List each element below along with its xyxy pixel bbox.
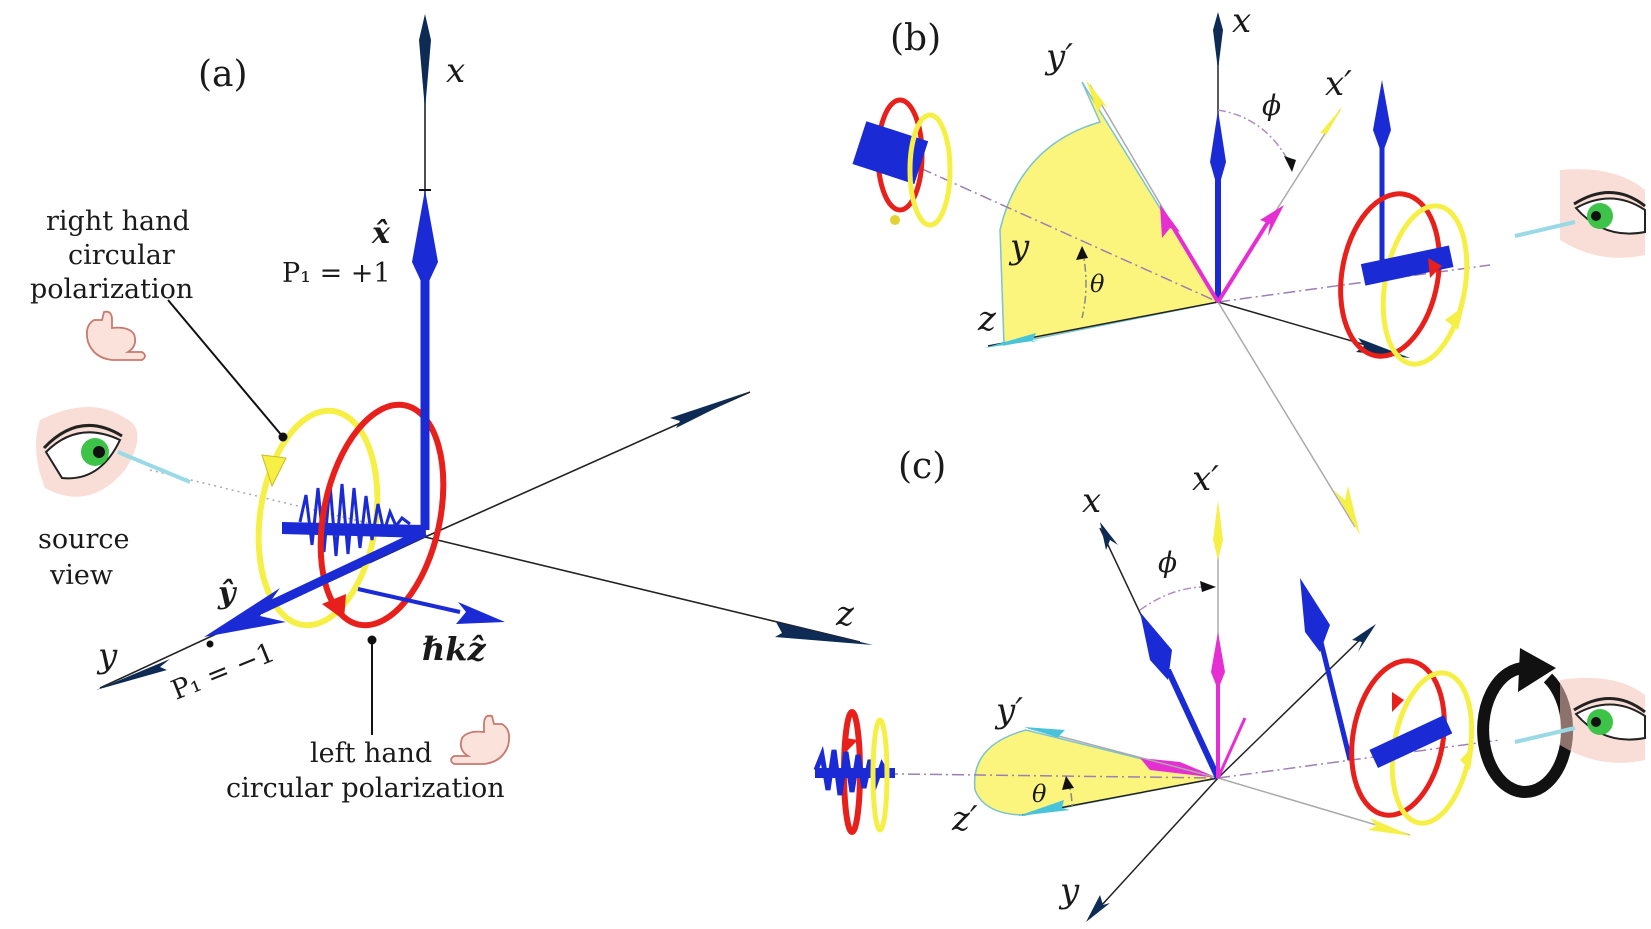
axis-z-tip — [775, 622, 873, 645]
axis-xp-label: x′ — [1192, 459, 1219, 499]
axis-y-label: y — [1058, 871, 1080, 911]
lhc-label-2: circular polarization — [226, 773, 505, 804]
eye-icon — [1514, 169, 1646, 258]
axis-y-tip — [1086, 895, 1110, 922]
beam-line-right — [1217, 264, 1491, 303]
magenta-vector-b2 — [1160, 205, 1180, 238]
source-label-2: view — [49, 560, 113, 591]
source-label-1: source — [38, 524, 130, 555]
unit-x-head — [412, 190, 438, 290]
axis-yp-line — [1027, 727, 1219, 779]
phi-arc — [1139, 586, 1213, 611]
p1-minus-label: P₁ = −1 — [167, 637, 279, 706]
rotation-plane — [973, 729, 1219, 816]
panel-b-label: (b) — [890, 18, 941, 59]
axis-z-label: z — [835, 594, 855, 634]
lhc-label-1: left hand — [310, 738, 432, 769]
rotation-arrow-icon — [1477, 648, 1574, 798]
axis-down-line — [1217, 301, 1356, 528]
axis-x-label: x — [1232, 1, 1251, 41]
beam-line-right — [1217, 739, 1501, 779]
axis-yp-tip — [1086, 80, 1108, 113]
right-hand-icon — [85, 310, 146, 361]
eye-icon — [1514, 677, 1646, 763]
wave-packet-icon — [813, 709, 895, 835]
rhc-label-2: circular — [68, 240, 175, 271]
axis-yp-label: y′ — [1044, 37, 1073, 77]
axis-y-label: y — [1008, 227, 1030, 267]
momentum-label: ℏkẑ — [422, 630, 486, 668]
theta-label: θ — [1090, 270, 1105, 298]
panel-a: (a) x z y x̂ P₁ = +1 ŷ P₁ = −1 ℏkẑ right… — [30, 14, 873, 804]
wave-packet-icon — [1338, 80, 1470, 367]
unit-y-label: ŷ — [217, 576, 238, 611]
axis-xp-tip — [1320, 106, 1343, 142]
axis-x-tip — [1100, 522, 1118, 550]
rhc-label-1: right hand — [46, 206, 190, 237]
rhc-arrowhead — [261, 454, 287, 488]
panel-c-label: (c) — [898, 446, 946, 487]
blue-vector-b — [1210, 110, 1226, 190]
axis-z-tip — [984, 333, 1040, 348]
eye-icon — [36, 406, 191, 497]
unit-y-shaft — [258, 527, 427, 615]
axis-down-tip — [1334, 486, 1360, 535]
lhc-ring — [317, 401, 447, 629]
axis-zp-tip — [1018, 800, 1070, 816]
axis-x-tip — [419, 14, 431, 110]
axis-y-label: y — [96, 636, 118, 676]
panel-c: (c) x x′ ϕ y′ θ z′ y — [813, 446, 1646, 922]
axis-zp-label: z′ — [951, 799, 978, 839]
panel-b: (b) x y′ x′ ϕ y θ z — [852, 1, 1646, 535]
axis-xp-tip — [1213, 500, 1223, 560]
wave-packet-icon — [1300, 578, 1475, 826]
axis-x-label: x — [446, 51, 465, 91]
axis-diagonal-tip — [1352, 624, 1376, 652]
axis-x-tip — [1213, 12, 1223, 70]
magenta-vector-c — [1211, 632, 1225, 690]
axis-y-tip — [96, 659, 170, 690]
axis-y-line — [1089, 777, 1219, 919]
rhc-label-3: polarization — [30, 274, 193, 305]
blue-vector-c — [1140, 612, 1172, 680]
rotation-plane — [999, 81, 1220, 346]
rhc-callout-line — [167, 299, 284, 438]
axis-diagonal-line — [1217, 627, 1373, 779]
wave-packet-icon — [852, 97, 953, 228]
left-hand-icon — [450, 714, 511, 765]
axis-yp-label: y′ — [994, 691, 1023, 731]
momentum-head — [456, 602, 505, 624]
unit-y-head — [204, 588, 286, 637]
unit-x-label: x̂ — [371, 216, 391, 251]
phi-label: ϕ — [1158, 546, 1177, 579]
beam-line — [879, 149, 1219, 303]
axis-yp-tip — [1024, 727, 1066, 740]
momentum-shaft — [357, 587, 461, 614]
axis-xp-label: x′ — [1325, 64, 1352, 104]
panel-a-label: (a) — [198, 54, 248, 95]
phi-label: ϕ — [1262, 89, 1281, 122]
axis-diagonal-tip — [670, 392, 748, 428]
p1-plus-label: P₁ = +1 — [282, 258, 391, 289]
axis-x-label: x — [1082, 481, 1101, 521]
magenta-vector-b1 — [1260, 205, 1284, 236]
wave-packet-icon — [282, 483, 425, 557]
theta-label: θ — [1032, 780, 1047, 808]
axis-z-label: z — [977, 299, 997, 339]
axis-z-line — [424, 536, 861, 643]
lhc-arrowhead — [322, 594, 346, 620]
